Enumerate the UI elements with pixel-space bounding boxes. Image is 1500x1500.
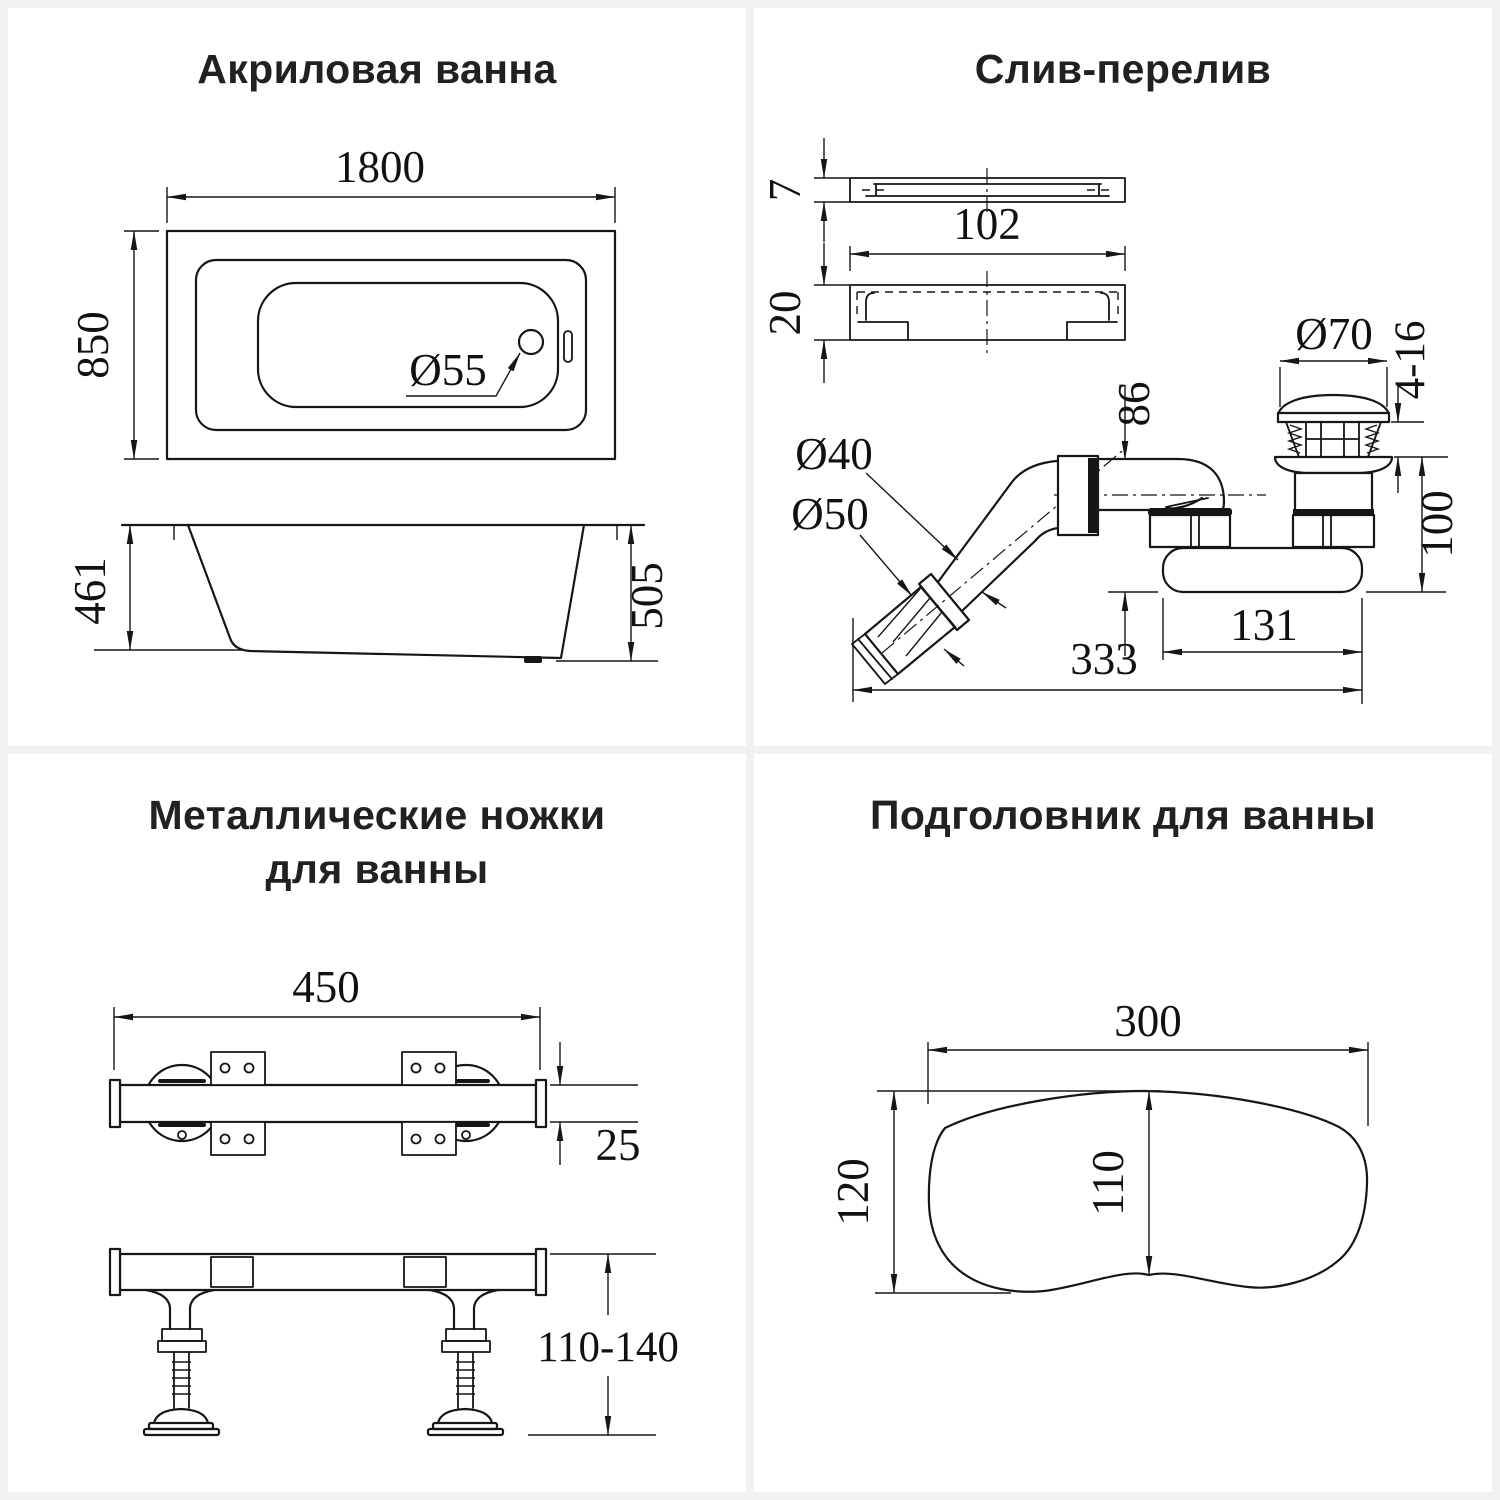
dim-cap-diameter: Ø70 <box>1295 309 1373 359</box>
bathtub-title: Акриловая ванна <box>197 46 557 92</box>
dim-bathtub-drain: Ø55 <box>409 345 487 395</box>
adjustable-leg <box>142 1288 221 1437</box>
dim-rail-length: 450 <box>292 962 360 1012</box>
dim-trap-length: 131 <box>1230 600 1298 650</box>
mount-brackets <box>210 1051 457 1156</box>
bathtub-drawing: 1800 850 Ø55 461 505 <box>65 142 672 663</box>
bathtub-top-dimensions <box>124 187 616 460</box>
bathtub-side-dimensions <box>94 524 658 662</box>
dim-rail-height: 25 <box>596 1120 641 1170</box>
legs-top-dimensions <box>113 1007 638 1165</box>
panel-drain-overflow: Слив-перелив 7 <box>754 8 1492 746</box>
dim-bathtub-total-height: 505 <box>622 562 672 630</box>
trap-nut-left <box>1148 508 1232 549</box>
dim-headrest-height: 120 <box>828 1158 878 1226</box>
legs-side-view <box>108 1247 548 1437</box>
dim-leg-height-range: 110-140 <box>537 1324 679 1371</box>
drain-hole <box>517 328 545 356</box>
panel-legs: Металлические ножки для ванны <box>8 754 746 1492</box>
drain-fitting <box>524 656 542 663</box>
dim-total-length: 333 <box>1070 634 1138 684</box>
overflow-cover-view <box>849 271 1126 356</box>
rail-side <box>118 1252 538 1292</box>
dim-bathtub-inner-height: 461 <box>65 557 115 625</box>
drain-bung <box>1273 393 1394 549</box>
faceplate-thickness-dim <box>814 138 850 242</box>
headrest-outline <box>927 1089 1369 1293</box>
rail <box>118 1083 538 1124</box>
dim-headrest-inner-height: 110 <box>1083 1150 1133 1216</box>
bathtub-side-view <box>120 523 646 663</box>
dim-faceplate-thickness: 7 <box>760 179 810 202</box>
dim-drain-height: 100 <box>1412 490 1462 558</box>
dim-inlet-height: 86 <box>1109 382 1159 427</box>
dim-headrest-width: 300 <box>1114 996 1182 1046</box>
bathtub-top-view <box>165 229 617 461</box>
panel-bathtub: Акриловая ванна 1800 850 Ø55 <box>8 8 746 746</box>
legs-title-line-2: для ванны <box>265 846 489 893</box>
headrest-drawing: 300 120 110 <box>828 996 1369 1294</box>
legs-title-line-1: Металлические ножки <box>148 792 606 838</box>
legs-top-view <box>108 1051 548 1156</box>
legs-side-dimensions <box>528 1253 656 1436</box>
dim-pipe-outer: Ø50 <box>791 489 869 539</box>
dim-bathtub-length: 1800 <box>335 142 425 192</box>
drain-overflow-title: Слив-перелив <box>974 46 1272 92</box>
drain-dimensions <box>852 357 1448 704</box>
overflow-faceplate-view <box>849 168 1126 212</box>
overflow-slot <box>563 330 573 363</box>
dim-cap-travel: 4-16 <box>1387 321 1434 400</box>
cover-dims <box>814 243 1126 383</box>
dim-cover-width: 102 <box>953 199 1021 249</box>
headrest-title: Подголовник для ванны <box>870 792 1376 838</box>
union-nut <box>1056 454 1100 537</box>
trap-body <box>1161 546 1364 594</box>
dim-bathtub-width: 850 <box>68 311 118 379</box>
panel-headrest: Подголовник для ванны 300 120 110 <box>754 754 1492 1492</box>
dim-cover-height: 20 <box>760 291 810 336</box>
legs-title: Металлические ножки для ванны <box>8 788 746 896</box>
legs-drawing: 450 25 110 <box>108 962 679 1437</box>
headrest-dimensions <box>875 1042 1369 1294</box>
dim-pipe-inner: Ø40 <box>795 429 873 479</box>
drain-overflow-drawing: 7 102 20 <box>760 138 1462 704</box>
